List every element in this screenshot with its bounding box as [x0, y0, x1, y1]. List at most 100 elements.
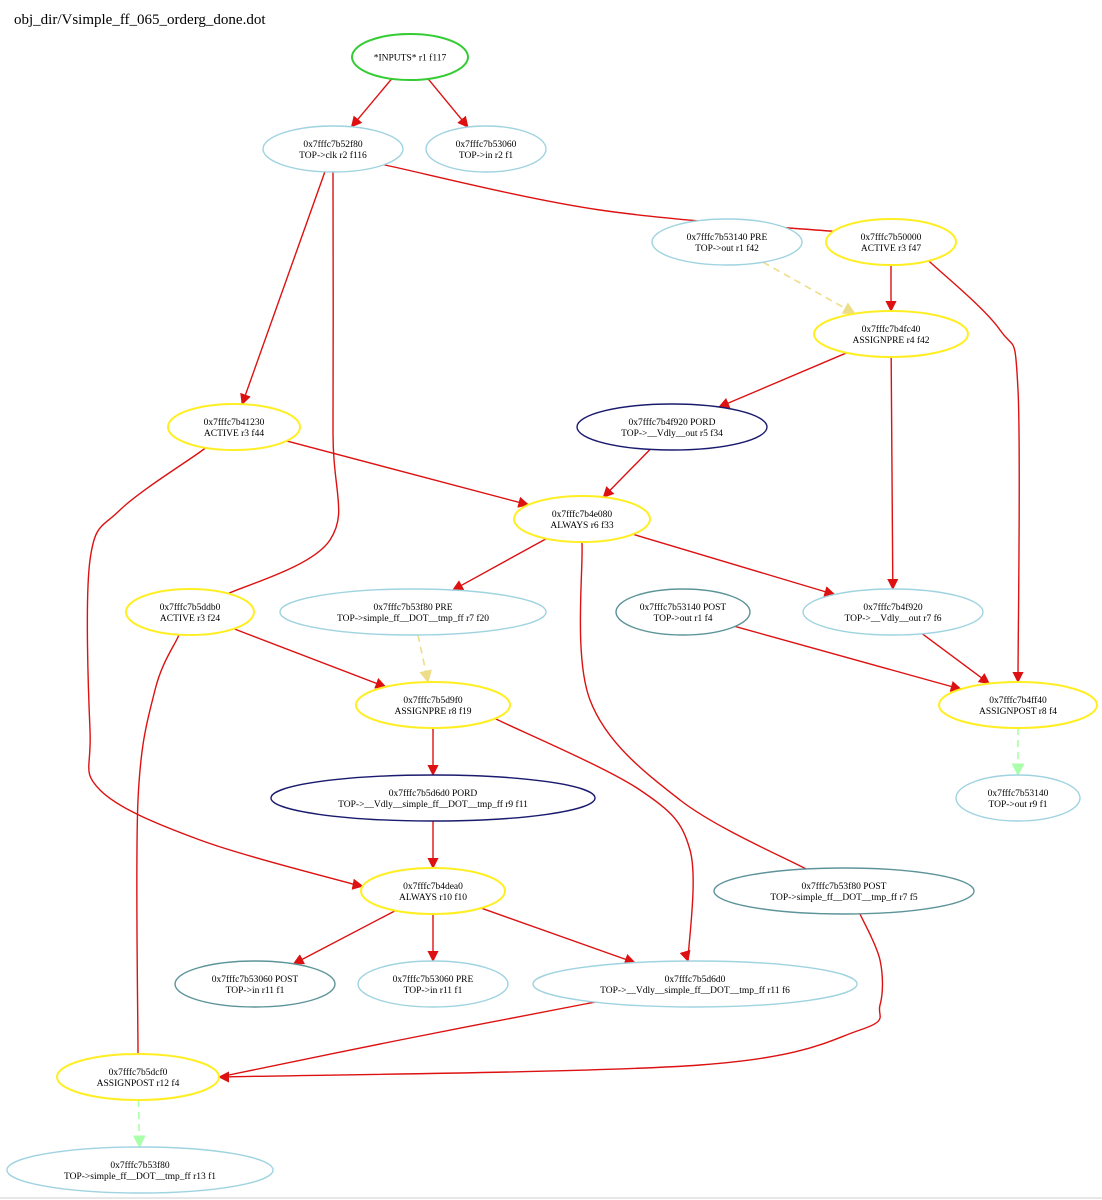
node-label: 0x7fffc7b4f920: [863, 602, 923, 613]
node-label: ASSIGNPRE r8 f19: [394, 706, 471, 717]
node-ellipse: [813, 310, 969, 358]
node-ellipse: [279, 588, 547, 636]
edge-active24-to-assignpre19: [233, 628, 387, 689]
node-label: ACTIVE r3 f24: [160, 613, 220, 624]
node-ellipse: [425, 125, 547, 173]
node-label: 0x7fffc7b5d9f0: [403, 695, 463, 706]
node-label: TOP->in r2 f1: [459, 150, 514, 161]
edge-inputs-to-in: [427, 78, 469, 128]
edge-always33-to-tmp_pre: [451, 537, 547, 591]
node-ellipse: [6, 1146, 274, 1194]
node-pord_vdly_tmp: 0x7fffc7b5d6d0 PORDTOP->__Vdly__simple_f…: [270, 774, 596, 822]
node-tmp_final: 0x7fffc7b53f80TOP->simple_ff__DOT__tmp_f…: [6, 1146, 274, 1194]
node-ellipse: [825, 218, 957, 266]
node-label: 0x7fffc7b53f80 PRE: [373, 602, 452, 613]
node-label: TOP->__Vdly__simple_ff__DOT__tmp_ff r11 …: [600, 985, 790, 996]
node-label: 0x7fffc7b53060 PRE: [393, 974, 474, 985]
node-label: ASSIGNPOST r12 f4: [97, 1078, 180, 1089]
node-label: ALWAYS r10 f10: [399, 892, 467, 903]
edge-active47-to-assignpost8: [923, 255, 1024, 703]
graph-title: obj_dir/Vsimple_ff_065_orderg_done.dot: [14, 12, 266, 28]
edge-clk-to-active44: [240, 171, 326, 406]
node-label: 0x7fffc7b41230: [204, 417, 265, 428]
node-label: 0x7fffc7b53140 POST: [640, 602, 727, 613]
node-label: 0x7fffc7b53f80: [110, 1160, 170, 1171]
node-label: 0x7fffc7b4ff40: [989, 695, 1047, 706]
node-label: TOP->in r11 f1: [404, 985, 463, 996]
node-label: 0x7fffc7b5ddb0: [160, 602, 221, 613]
node-ellipse: [802, 588, 984, 636]
edge-assignpre42-to-vdly_out: [887, 356, 899, 591]
edge-tmp_pre-to-assignpre19: [417, 634, 432, 684]
node-label: 0x7fffc7b4dea0: [403, 881, 463, 892]
node-ellipse: [615, 588, 751, 636]
node-tmp_pre: 0x7fffc7b53f80 PRETOP->simple_ff__DOT__t…: [279, 588, 547, 636]
node-label: 0x7fffc7b5dcf0: [109, 1067, 168, 1078]
node-label: 0x7fffc7b4e080: [552, 509, 613, 520]
node-ellipse: [167, 403, 301, 451]
node-tmp_post: 0x7fffc7b53f80 POSTTOP->simple_ff__DOT__…: [713, 867, 975, 915]
node-vdly_tmp: 0x7fffc7b5d6d0TOP->__Vdly__simple_ff__DO…: [532, 960, 858, 1008]
node-ellipse: [351, 33, 469, 81]
node-ellipse: [938, 681, 1098, 729]
node-ellipse: [270, 774, 596, 822]
node-ellipse: [651, 218, 803, 266]
edge-vdly_out-to-assignpost8: [921, 633, 991, 685]
node-ellipse: [262, 125, 404, 173]
edge-active44-to-always33: [286, 440, 530, 508]
node-ellipse: [955, 774, 1081, 822]
node-inputs: *INPUTS* r1 f117: [351, 33, 469, 81]
edge-assignpre42-to-pord_vdly_out: [718, 352, 847, 409]
node-ellipse: [125, 588, 255, 636]
node-label: ALWAYS r6 f33: [550, 520, 614, 531]
edge-always33-to-vdly_out: [632, 533, 836, 597]
node-label: TOP->in r11 f1: [226, 985, 285, 996]
node-label: TOP->__Vdly__out r5 f34: [621, 428, 723, 439]
edge-inputs-to-clk: [350, 78, 393, 128]
node-ellipse: [56, 1053, 220, 1101]
node-label: ACTIVE r3 f47: [861, 243, 921, 254]
node-ellipse: [713, 867, 975, 915]
edge-active44-to-always10: [86, 445, 374, 891]
node-label: 0x7fffc7b50000: [861, 232, 922, 243]
node-label: 0x7fffc7b52f80: [303, 139, 363, 150]
edge-always10-to-in_post: [292, 910, 396, 965]
node-label: 0x7fffc7b5d6d0: [665, 974, 726, 985]
node-ellipse: [576, 403, 768, 451]
node-label: ASSIGNPOST r8 f4: [979, 706, 1057, 717]
edge-out_post-to-assignpost8: [734, 625, 962, 692]
node-label: 0x7fffc7b53060: [456, 139, 517, 150]
node-label: 0x7fffc7b4fc40: [862, 324, 921, 335]
node-label: 0x7fffc7b53140: [988, 788, 1049, 799]
node-ellipse: [513, 495, 651, 543]
node-label: ASSIGNPRE r4 f42: [852, 335, 929, 346]
node-label: TOP->__Vdly__out r7 f6: [844, 613, 941, 624]
node-label: ACTIVE r3 f44: [204, 428, 264, 439]
node-label: TOP->out r9 f1: [988, 799, 1047, 810]
node-ellipse: [532, 960, 858, 1008]
node-label: TOP->out r1 f4: [653, 613, 712, 624]
node-label: *INPUTS* r1 f117: [374, 53, 447, 64]
edge-assignpost12-to-tmp_final: [132, 1099, 146, 1149]
node-ellipse: [174, 960, 336, 1008]
node-label: 0x7fffc7b53140 PRE: [687, 232, 768, 243]
node-label: TOP->clk r2 f116: [299, 150, 367, 161]
